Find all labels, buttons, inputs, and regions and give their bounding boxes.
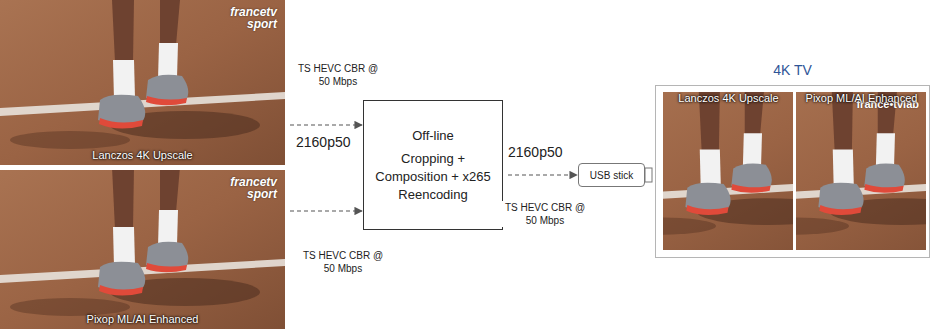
video-caption: Pixop ML/AI Enhanced xyxy=(806,92,918,104)
video-caption: Pixop ML/AI Enhanced xyxy=(87,313,199,325)
resolution-label: 2160p50 xyxy=(508,144,563,160)
resolution-label: 2160p50 xyxy=(296,134,351,150)
source-video-frame: francetv sportLanczos 4K Upscale xyxy=(0,0,285,165)
tv-video-half: Pixop ML/AI Enhanced xyxy=(796,92,927,250)
process-steps: Cropping + Composition + x265 Reencoding xyxy=(374,150,492,203)
dashed-arrow xyxy=(290,210,362,211)
box-label: USB stick xyxy=(590,170,633,181)
stream-format-label: TS HEVC CBR @ 50 Mbps xyxy=(500,201,590,227)
tv-video-half: Lanczos 4K Upscale xyxy=(663,92,794,250)
dashed-arrow xyxy=(508,174,577,175)
process-title: Off-line xyxy=(412,127,454,145)
watermark: francetv sport xyxy=(230,6,277,30)
video-caption: Lanczos 4K Upscale xyxy=(92,149,192,161)
stream-format-label: TS HEVC CBR @ 50 Mbps xyxy=(298,249,388,275)
video-caption: Lanczos 4K Upscale xyxy=(678,92,778,104)
usb-stick-box: USB stick xyxy=(578,163,645,187)
watermark: francetv sport xyxy=(230,176,277,200)
dashed-arrow xyxy=(290,124,362,125)
usb-plug xyxy=(645,168,652,182)
process-box: Off-lineCropping + Composition + x265 Re… xyxy=(363,100,503,230)
stream-format-label: TS HEVC CBR @ 50 Mbps xyxy=(293,62,383,88)
tv-screen-frame: 4K TVfrance•tvlabLanczos 4K UpscalePixop… xyxy=(655,85,930,258)
source-video-frame: francetv sportPixop ML/AI Enhanced xyxy=(0,170,285,329)
